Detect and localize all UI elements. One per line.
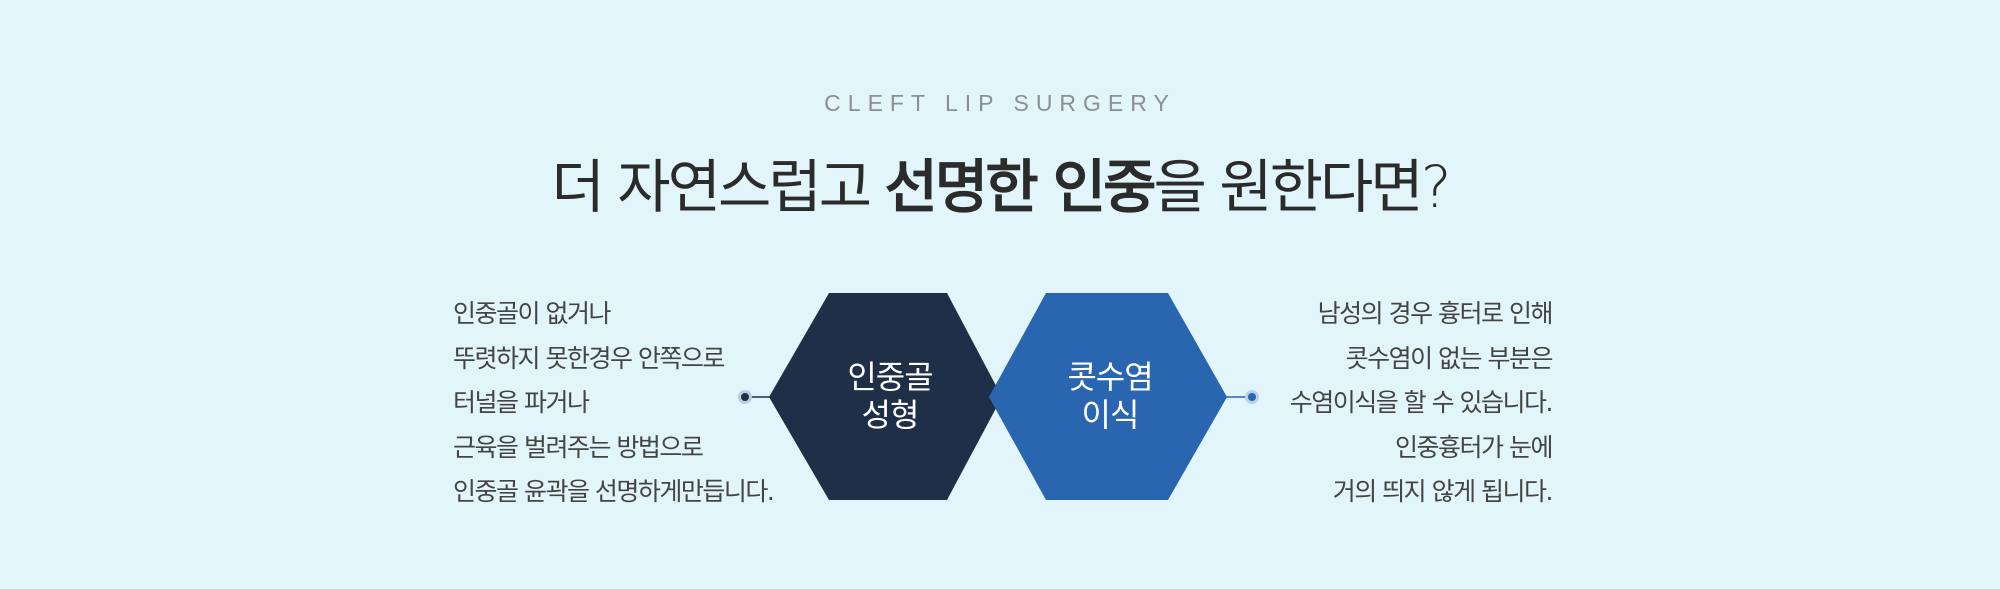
hexagon-label-line: 인중골	[847, 358, 933, 396]
title-text: 더 자연스럽고	[551, 153, 885, 221]
desc-line: 거의 띄지 않게 됩니다.	[1332, 477, 1554, 506]
desc-line: 남성의 경우 흉터로 인해	[1317, 299, 1554, 328]
desc-line: 근육을 벌려주는 방법으로	[453, 432, 704, 462]
hexagon-label-mustache: 콧수염 이식	[1020, 358, 1200, 434]
right-description: 남성의 경우 흉터로 인해 콧수염이 없는 부분은 수염이식을 할 수 있습니다…	[1289, 292, 1554, 515]
desc-line: 인중골이 없거나	[453, 299, 611, 328]
desc-line: 인중흉터가 눈에	[1395, 432, 1553, 462]
section-eyebrow: CLEFT LIP SURGERY	[824, 90, 1176, 116]
hexagon-label-philtrum: 인중골 성형	[800, 358, 980, 434]
desc-line: 콧수염이 없는 부분은	[1345, 343, 1554, 373]
desc-line: 인중골 윤곽을 선명하게만듭니다.	[453, 477, 775, 506]
page-title: 더 자연스럽고 선명한 인중을 원한다면?	[0, 140, 2000, 224]
left-connector-dot	[741, 393, 749, 401]
right-connector-dot	[1248, 393, 1256, 401]
hexagon-label-line: 이식	[1081, 396, 1140, 434]
desc-line: 뚜렷하지 못한경우 안쪽으로	[453, 343, 725, 373]
hexagon-label-line: 성형	[861, 396, 920, 434]
title-emphasis: 선명한 인중	[884, 153, 1157, 221]
hexagon-mustache-transplant	[989, 293, 1227, 500]
title-text-end: 을 원한다면?	[1153, 153, 1452, 221]
desc-line: 수염이식을 할 수 있습니다.	[1289, 388, 1554, 417]
desc-line: 터널을 파거나	[453, 388, 590, 417]
left-description: 인중골이 없거나 뚜렷하지 못한경우 안쪽으로 터널을 파거나 근육을 벌려주는…	[453, 292, 775, 515]
hexagon-label-line: 콧수염	[1067, 358, 1153, 396]
hexagon-philtrum-surgery	[769, 293, 1002, 500]
